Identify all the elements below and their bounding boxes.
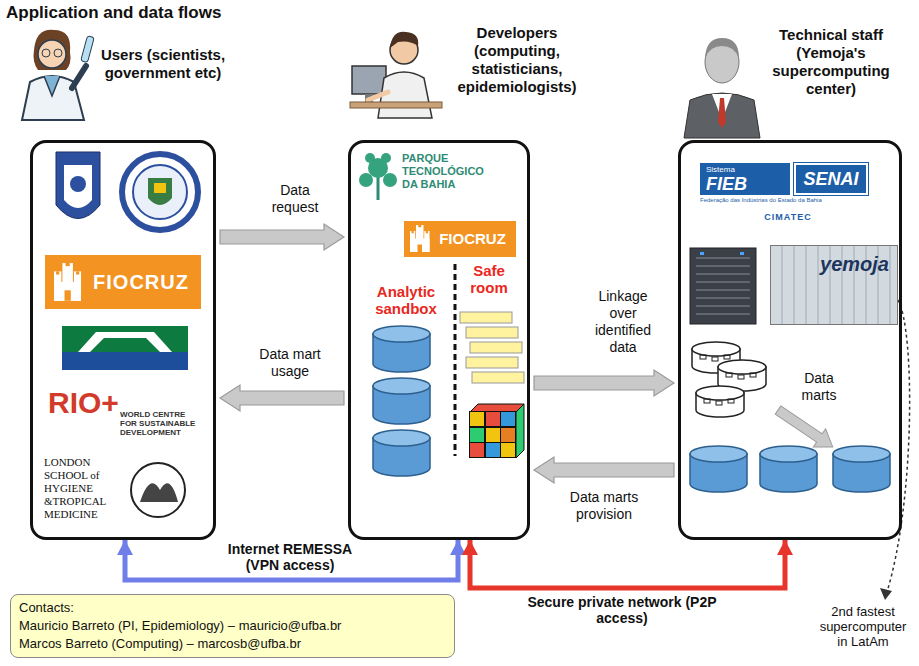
group-heading: Users (scientists, government etc) bbox=[88, 46, 238, 82]
block-arrow bbox=[220, 385, 344, 411]
university-crest bbox=[56, 152, 100, 219]
database-cylinder bbox=[373, 430, 430, 476]
zone-label: Analytic sandbox bbox=[362, 283, 450, 317]
lshtm-crest bbox=[131, 463, 185, 517]
text-label: Data marts bbox=[788, 370, 850, 404]
institute-crest bbox=[122, 154, 198, 230]
diagram-title: Application and data flows bbox=[6, 3, 221, 23]
database-cylinder bbox=[373, 326, 430, 372]
database-cylinder bbox=[690, 446, 747, 492]
arrow-body bbox=[220, 224, 344, 250]
castle-part bbox=[410, 239, 430, 253]
cube-icon bbox=[469, 404, 524, 458]
logo-text: WORLD CENTRE FOR SUSTAINABLE DEVELOPMENT bbox=[120, 410, 198, 437]
castle-part bbox=[54, 282, 81, 301]
leader-arrow bbox=[880, 300, 910, 600]
logo-box: SENAI bbox=[794, 163, 868, 195]
separator-line bbox=[454, 264, 457, 456]
logo-text: LONDON SCHOOL of HYGIENE &TROPICAL MEDIC… bbox=[44, 456, 126, 521]
node-text: FIEB bbox=[706, 174, 784, 194]
note-label: 2nd fastest supercomputer in LatAm bbox=[815, 604, 911, 649]
network-link bbox=[462, 540, 793, 588]
logo-box: SistemaFIEB bbox=[700, 163, 790, 195]
node-text: Contacts: bbox=[19, 599, 446, 617]
unb-logo bbox=[62, 326, 188, 370]
logo-text: PARQUE TECNOLÓGICO DA BAHIA bbox=[402, 152, 494, 191]
network-link bbox=[117, 540, 466, 580]
castle-part bbox=[56, 271, 59, 274]
block-arrow bbox=[534, 457, 674, 483]
edge-label: Internet REMESSA (VPN access) bbox=[210, 541, 370, 573]
castle-part bbox=[76, 271, 79, 274]
server-photo bbox=[690, 248, 756, 324]
database-cylinder bbox=[373, 378, 430, 424]
logo-text: RIO+ bbox=[48, 386, 128, 420]
arrow-head bbox=[117, 540, 133, 555]
edge-label: Secure private network (P2P access) bbox=[522, 594, 722, 626]
database-cylinder bbox=[760, 446, 817, 492]
node-text: SENAI bbox=[803, 168, 858, 190]
node-text: Marcos Barreto (Computing) – marcosb@ufb… bbox=[19, 635, 446, 653]
zone-label: Safe room bbox=[458, 262, 520, 296]
developer-figure bbox=[350, 32, 442, 118]
logo-band: FIOCRUZ bbox=[45, 255, 201, 309]
edge-label: Data request bbox=[255, 182, 335, 216]
database-cylinder bbox=[833, 446, 890, 492]
group-heading: Developers (computing, statisticians, ep… bbox=[437, 24, 597, 96]
castle-part bbox=[426, 231, 428, 233]
castle-icon bbox=[54, 263, 81, 301]
link-line bbox=[125, 540, 458, 580]
castle-part bbox=[412, 231, 414, 233]
photo-box: yemoja bbox=[770, 245, 898, 325]
node-text: FIOCRUZ bbox=[439, 230, 506, 248]
tree-icon bbox=[359, 153, 397, 200]
group-heading: Technical staff (Yemoja's supercomputing… bbox=[755, 26, 907, 98]
arrow-body bbox=[534, 457, 674, 483]
block-arrow bbox=[534, 370, 674, 396]
castle-part bbox=[418, 245, 423, 253]
castle-part bbox=[64, 290, 70, 300]
castle-part bbox=[418, 225, 421, 227]
block-arrow bbox=[220, 224, 344, 250]
arrow-head bbox=[462, 540, 478, 555]
castle-part bbox=[66, 263, 70, 266]
group-panel: Developers (computing, statisticians, ep… bbox=[348, 140, 530, 540]
edge-label: Data mart usage bbox=[245, 346, 335, 380]
node-text: FIOCRUZ bbox=[93, 270, 189, 294]
scientist-figure bbox=[22, 30, 94, 120]
contact-box: Contacts:Mauricio Barreto (PI, Epidemiol… bbox=[10, 594, 455, 658]
staff-figure bbox=[684, 38, 760, 138]
edge-label: Linkage over identified data bbox=[588, 288, 658, 356]
node-text: Mauricio Barreto (PI, Epidemiology) – ma… bbox=[19, 617, 446, 635]
link-line bbox=[470, 540, 785, 588]
edge-label: Data marts provision bbox=[560, 489, 648, 523]
disk-icon bbox=[696, 386, 744, 417]
arrow-head bbox=[777, 540, 793, 555]
logo-text: Federação das Indústrias do Estado da Ba… bbox=[700, 197, 875, 204]
table-bars bbox=[460, 312, 524, 383]
logo-band: FIOCRUZ bbox=[404, 221, 516, 257]
castle-icon bbox=[410, 225, 430, 252]
arrow-body bbox=[534, 370, 674, 396]
arrow-body bbox=[220, 385, 344, 411]
node-text: yemoja bbox=[820, 252, 889, 276]
logo-text: CIMATEC bbox=[748, 212, 828, 223]
node-text: Sistema bbox=[706, 165, 784, 174]
